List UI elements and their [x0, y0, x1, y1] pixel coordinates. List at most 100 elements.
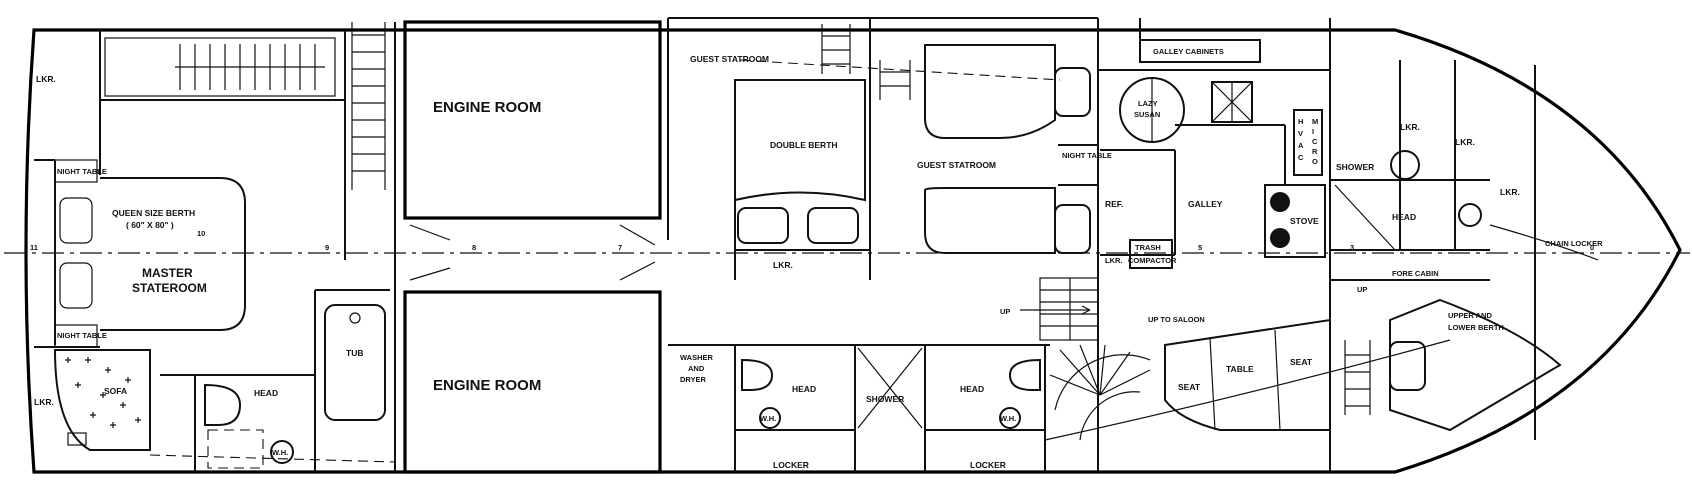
lkr-galley-label: LKR.: [1105, 256, 1123, 265]
tub: [324, 304, 386, 421]
divider: [1274, 329, 1281, 431]
station-number: 10: [197, 229, 205, 238]
lkr-guest-label: LKR.: [773, 260, 793, 270]
micro-letter: M: [1312, 117, 1318, 126]
toilet: [1008, 358, 1041, 391]
micro-letter: O: [1312, 157, 1318, 166]
burner: [1270, 228, 1290, 248]
pillow: [737, 207, 789, 244]
pillow: [807, 207, 859, 244]
guest-berth-top: [924, 44, 1056, 139]
ref-label: REF.: [1105, 199, 1123, 209]
station-number: 5: [1198, 243, 1202, 252]
toilet: [204, 383, 242, 426]
galley-cabinets-label: GALLEY CABINETS: [1153, 47, 1224, 56]
station-numbers: 11 10 9 8 7 5 3 0: [30, 229, 1594, 252]
lazy-label: LAZY: [1138, 99, 1158, 108]
lkr-fwd-2-label: LKR.: [1455, 137, 1475, 147]
lkr-fwd-1-label: LKR.: [1400, 122, 1420, 132]
guest-stateroom-2-label: GUEST STATROOM: [917, 160, 996, 170]
queen-berth-label: QUEEN SIZE BERTH: [112, 208, 195, 218]
shower-diag: [857, 347, 923, 429]
micro-letter: C: [1312, 137, 1318, 146]
wh-3-label: W.H.: [1000, 414, 1016, 423]
hvac-letter: C: [1298, 153, 1304, 162]
microwave: [1293, 109, 1323, 176]
guest-berth-bottom: [924, 187, 1056, 254]
double-berth: [734, 79, 866, 202]
locker-1-label: LOCKER: [773, 460, 809, 470]
shower-fwd-label: SHOWER: [1336, 162, 1374, 172]
lkr-fwd-3-label: LKR.: [1500, 187, 1520, 197]
station-number: 7: [618, 243, 622, 252]
door-swing: [409, 224, 656, 281]
lkr-stern-bottom: LKR.: [34, 397, 54, 407]
tub-drain: [349, 312, 361, 324]
master-label: MASTER: [142, 266, 193, 280]
head-fwd-label: HEAD: [1392, 212, 1416, 222]
susan-label: SUSAN: [1134, 110, 1160, 119]
double-berth-label: DOUBLE BERTH: [770, 140, 838, 150]
station-number: 0: [1590, 243, 1594, 252]
night-table-top-label: NIGHT TABLE: [57, 167, 107, 176]
up-label: UP: [1000, 307, 1010, 316]
hvac-letter: V: [1298, 129, 1303, 138]
trash-label: TRASH: [1135, 243, 1161, 252]
hull-curve-lower: [1044, 339, 1451, 441]
station-number: 11: [30, 243, 38, 252]
guest-stateroom-1-label: GUEST STATROOM: [690, 54, 769, 64]
engine-room-bottom: [403, 290, 662, 474]
shower-fwd: [1334, 184, 1396, 251]
stateroom-label: STATEROOM: [132, 281, 207, 295]
up-fwd-label: UP: [1357, 285, 1367, 294]
chain-locker-label: CHAIN LOCKER: [1545, 239, 1603, 248]
head-mid-2-label: HEAD: [960, 384, 984, 394]
water-heater-fwd: [1458, 203, 1482, 227]
water-heater-mid-2: [999, 407, 1021, 429]
spiral-stairs: [1049, 344, 1151, 441]
galley-cabinets: [1139, 39, 1261, 63]
sofa: [53, 349, 151, 451]
hvac-letter: H: [1298, 117, 1303, 126]
stove-label: STOVE: [1290, 216, 1319, 226]
saloon-settee: [1164, 318, 1331, 431]
upper-lower-berth: [1389, 298, 1562, 432]
toilet-fwd: [1390, 150, 1420, 180]
lkr-stern-top: LKR.: [36, 74, 56, 84]
hvac-letter: A: [1298, 141, 1304, 150]
night-table-bottom-label: NIGHT TABLE: [57, 331, 107, 340]
wh-1-label: W.H.: [272, 448, 288, 457]
queen-berth-size-label: ( 60" X 80" ): [126, 220, 174, 230]
hanging-rod-closet: [104, 37, 336, 97]
arrow-head: [1081, 305, 1091, 315]
divider: [1209, 337, 1216, 431]
fore-cabin-label: FORE CABIN: [1392, 269, 1439, 278]
dashed-run: [739, 59, 1061, 81]
ladder: [1344, 340, 1371, 415]
sofa-box: [67, 432, 87, 446]
engine-room-top: [403, 20, 662, 220]
head-master-label: HEAD: [254, 388, 278, 398]
lower-berth-label: LOWER BERTH: [1448, 323, 1504, 332]
upper-and-label: UPPER AND: [1448, 311, 1492, 320]
burner: [1270, 192, 1290, 212]
trash-compactor: [1129, 239, 1173, 269]
pillow: [1389, 341, 1426, 391]
compactor-label: COMPACTOR: [1128, 256, 1177, 265]
toilet: [741, 358, 774, 391]
table-label: TABLE: [1226, 364, 1254, 374]
engine-room-bottom-label: ENGINE ROOM: [433, 377, 541, 394]
galley-label: GALLEY: [1188, 199, 1223, 209]
dryer-label: DRYER: [680, 375, 707, 384]
stove: [1264, 184, 1326, 258]
tub-label: TUB: [346, 348, 363, 358]
seat-1-label: SEAT: [1178, 382, 1201, 392]
wh-2-label: W.H.: [760, 414, 776, 423]
micro-letter: R: [1312, 147, 1318, 156]
ladder: [821, 24, 911, 100]
hvac-letters: H V A C M I C R O: [1298, 117, 1318, 166]
station-number: 8: [472, 243, 476, 252]
pillow: [59, 197, 93, 244]
